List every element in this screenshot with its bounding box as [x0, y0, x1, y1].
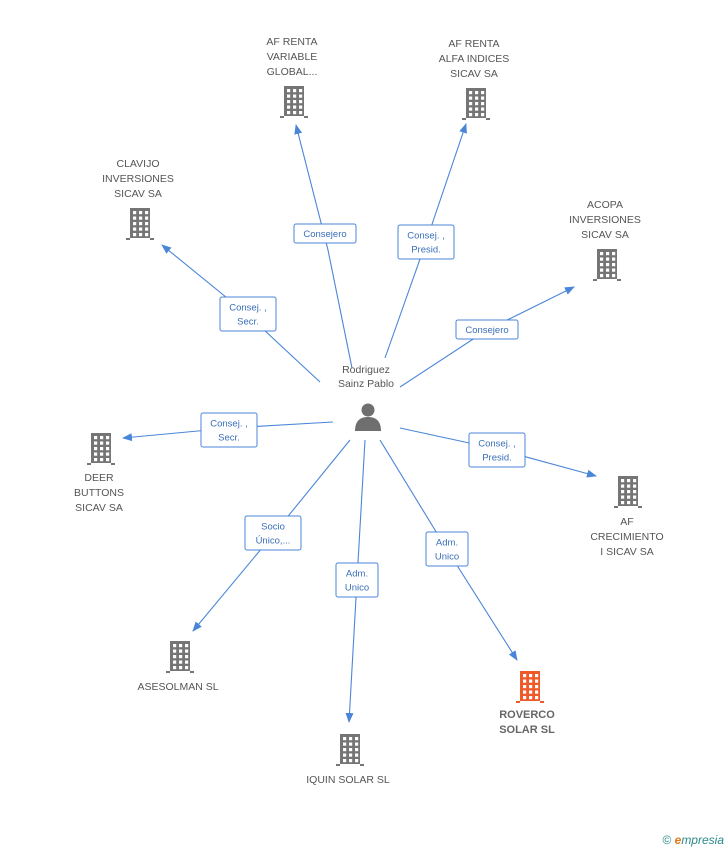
company-label-line: INVERSIONES — [569, 214, 641, 226]
edge-label-text: Consej. , — [407, 231, 445, 242]
relation-edge-deer-buttons: Consej. , Secr. — [122, 412, 334, 448]
company-node-af-crecimiento[interactable]: AF CRECIMIENTO I SICAV SA — [590, 476, 664, 558]
copyright-symbol: © — [662, 833, 672, 847]
company-node-clavijo[interactable]: CLAVIJO INVERSIONES SICAV SA — [102, 158, 174, 240]
relation-edge-acopa: Consejero — [399, 286, 575, 388]
person-icon — [355, 403, 381, 431]
company-label-line: SICAV SA — [75, 502, 123, 514]
edge-label-text: Secr. — [237, 317, 259, 328]
edge-label-text: Presid. — [482, 453, 512, 464]
relation-edge-roverco: Adm. Unico — [379, 439, 518, 661]
company-label-line: AF — [620, 516, 633, 528]
building-icon — [462, 88, 490, 120]
company-node-af-renta-alfa[interactable]: AF RENTA ALFA INDICES SICAV SA — [439, 38, 510, 120]
company-label-line: SICAV SA — [450, 68, 498, 80]
building-icon — [336, 734, 364, 766]
edge-label-box[interactable] — [200, 412, 258, 448]
edge-label-text: Consej. , — [229, 303, 267, 314]
edge-label-text: Secr. — [218, 433, 240, 444]
company-node-roverco[interactable]: ROVERCO SOLAR SL — [499, 671, 555, 736]
company-label-line: ALFA INDICES — [439, 53, 510, 65]
relation-edge-asesolman: SocioÚnico,... — [192, 439, 351, 632]
relation-edge-af-crecimiento: Consej. , Presid. — [399, 427, 597, 478]
edge-label-text: Consejero — [465, 325, 508, 336]
company-label-line: AF RENTA — [448, 38, 499, 50]
edge-label-text: Presid. — [411, 245, 441, 256]
edge-label-box[interactable] — [219, 296, 277, 332]
brand-initial: e — [674, 833, 682, 847]
company-node-af-renta-variable[interactable]: AF RENTA VARIABLE GLOBAL... — [266, 36, 318, 118]
edge-label-text: Consej. , — [210, 419, 248, 430]
company-label-line: I SICAV SA — [600, 546, 654, 558]
edge-label-text: Unico — [435, 552, 459, 563]
company-label-line: IQUIN SOLAR SL — [306, 774, 390, 786]
edge-arrow-line — [294, 124, 353, 369]
edge-label-box[interactable] — [293, 223, 357, 244]
company-label-line: ASESOLMAN SL — [137, 681, 218, 693]
brand-rest: mpresia — [681, 833, 724, 847]
company-label-line: AF RENTA — [266, 36, 317, 48]
edge-label-box[interactable] — [468, 432, 526, 468]
company-node-iquin[interactable]: IQUIN SOLAR SL — [306, 734, 390, 786]
building-icon — [516, 671, 544, 703]
company-label-line: GLOBAL... — [267, 66, 318, 78]
center-person[interactable]: Rodriguez Sainz Pablo — [338, 364, 394, 431]
building-icon — [614, 476, 642, 508]
edge-label-text: Único,... — [256, 536, 291, 547]
relation-edge-clavijo: Consej. , Secr. — [161, 244, 321, 383]
edge-label-text: Consej. , — [478, 439, 516, 450]
company-label-line: ACOPA — [587, 199, 623, 211]
edge-label-text: Unico — [345, 583, 369, 594]
edge-label-text: Adm. — [436, 538, 458, 549]
company-label-line: ROVERCO — [499, 709, 555, 721]
company-label-line: DEER — [84, 472, 114, 484]
relation-edge-iquin: Adm. Unico — [335, 439, 379, 723]
company-label-line: INVERSIONES — [102, 173, 174, 185]
relation-edge-af-renta-alfa: Consej. , Presid. — [384, 123, 467, 359]
company-label-line: SICAV SA — [581, 229, 629, 241]
building-icon — [87, 433, 115, 465]
empresia-watermark: © empresia — [662, 833, 724, 847]
building-icon — [593, 249, 621, 281]
company-node-asesolman[interactable]: ASESOLMAN SL — [137, 641, 219, 693]
center-name-line-1: Rodriguez — [342, 364, 390, 376]
company-label-line: SICAV SA — [114, 188, 162, 200]
company-label-line: BUTTONS — [74, 487, 124, 499]
edge-label-text: Adm. — [346, 569, 368, 580]
building-icon — [280, 86, 308, 118]
company-label-line: CLAVIJO — [117, 158, 160, 170]
edge-label-box[interactable] — [244, 515, 302, 551]
edge-label-box[interactable] — [425, 531, 469, 567]
center-name-line-2: Sainz Pablo — [338, 378, 394, 390]
company-label-line: CRECIMIENTO — [590, 531, 663, 543]
company-node-deer-buttons[interactable]: DEER BUTTONS SICAV SA — [74, 433, 124, 514]
edge-label-box[interactable] — [455, 319, 519, 340]
company-label-line: VARIABLE — [267, 51, 318, 63]
edge-label-text: Consejero — [303, 229, 346, 240]
edge-label-box[interactable] — [335, 562, 379, 598]
building-icon — [166, 641, 194, 673]
company-node-acopa[interactable]: ACOPA INVERSIONES SICAV SA — [569, 199, 641, 281]
company-label-line: SOLAR SL — [499, 724, 555, 736]
edge-label-text: Socio — [261, 522, 285, 533]
building-icon — [126, 208, 154, 240]
edge-label-box[interactable] — [397, 224, 455, 260]
relation-edge-af-renta-variable: Consejero — [293, 124, 357, 369]
